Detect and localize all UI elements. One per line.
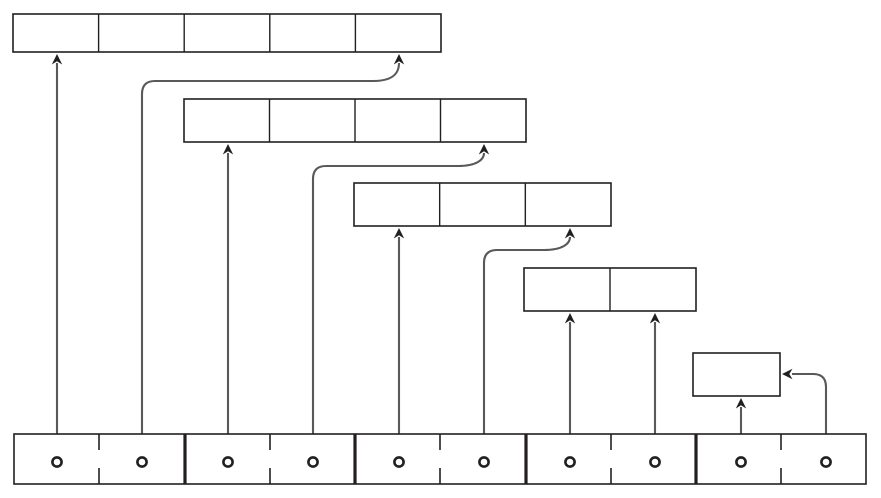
level-1-node (12, 13, 442, 53)
level-2-node (183, 98, 527, 143)
pointer-slot5-to-level3[interactable] (393, 228, 405, 457)
level-1-node-box[interactable] (12, 13, 442, 53)
base-slot-dot-10[interactable] (820, 456, 832, 468)
base-slot-dot-5[interactable] (393, 456, 405, 468)
arrowhead-up (649, 313, 661, 324)
pointer-slot6-to-level3-last-path (482, 236, 572, 457)
arrowhead-up (478, 144, 490, 155)
pointer-slot2-to-level1-last-path (140, 62, 401, 457)
node-layer (12, 13, 781, 397)
level-3-node (353, 182, 612, 227)
pointer-slot1-to-level1[interactable] (51, 54, 63, 457)
level-5-node-box[interactable] (692, 352, 781, 397)
base-slot-dot-8[interactable] (649, 456, 661, 468)
arrowhead-up (735, 398, 747, 409)
arrowhead-up (393, 228, 405, 239)
base-row-group (13, 433, 867, 485)
pointer-slot10-to-level5-right[interactable] (782, 368, 828, 457)
pointer-slot6-to-level3-last[interactable] (482, 228, 576, 457)
pointer-slot2-to-level1-last[interactable] (140, 54, 405, 457)
base-slot-dot-1[interactable] (51, 456, 63, 468)
level-5-node (692, 352, 781, 397)
base-slot-dot-9[interactable] (735, 456, 747, 468)
pointer-slot4-to-level2-last[interactable] (311, 144, 490, 457)
arrowhead-up (51, 54, 63, 65)
arrowhead-left (782, 368, 793, 380)
base-slot-dot-7[interactable] (564, 456, 576, 468)
base-slot-dot-3[interactable] (222, 456, 234, 468)
pointer-slot10-to-level5-right-path (792, 372, 828, 457)
base-slot-dot-6[interactable] (478, 456, 490, 468)
arrowhead-up (393, 54, 405, 65)
arrowhead-up (564, 228, 576, 239)
level-3-node-box[interactable] (353, 182, 612, 227)
pointer-slot4-to-level2-last-path (311, 152, 486, 457)
pointer-slot3-to-level2[interactable] (222, 144, 234, 457)
arrowhead-up (564, 313, 576, 324)
connector-layer (51, 54, 828, 457)
base-slot-dot-4[interactable] (307, 456, 319, 468)
base-slot-array (13, 433, 867, 485)
base-slot-dot-2[interactable] (136, 456, 148, 468)
arrowhead-up (222, 144, 234, 155)
level-4-node (523, 267, 697, 312)
